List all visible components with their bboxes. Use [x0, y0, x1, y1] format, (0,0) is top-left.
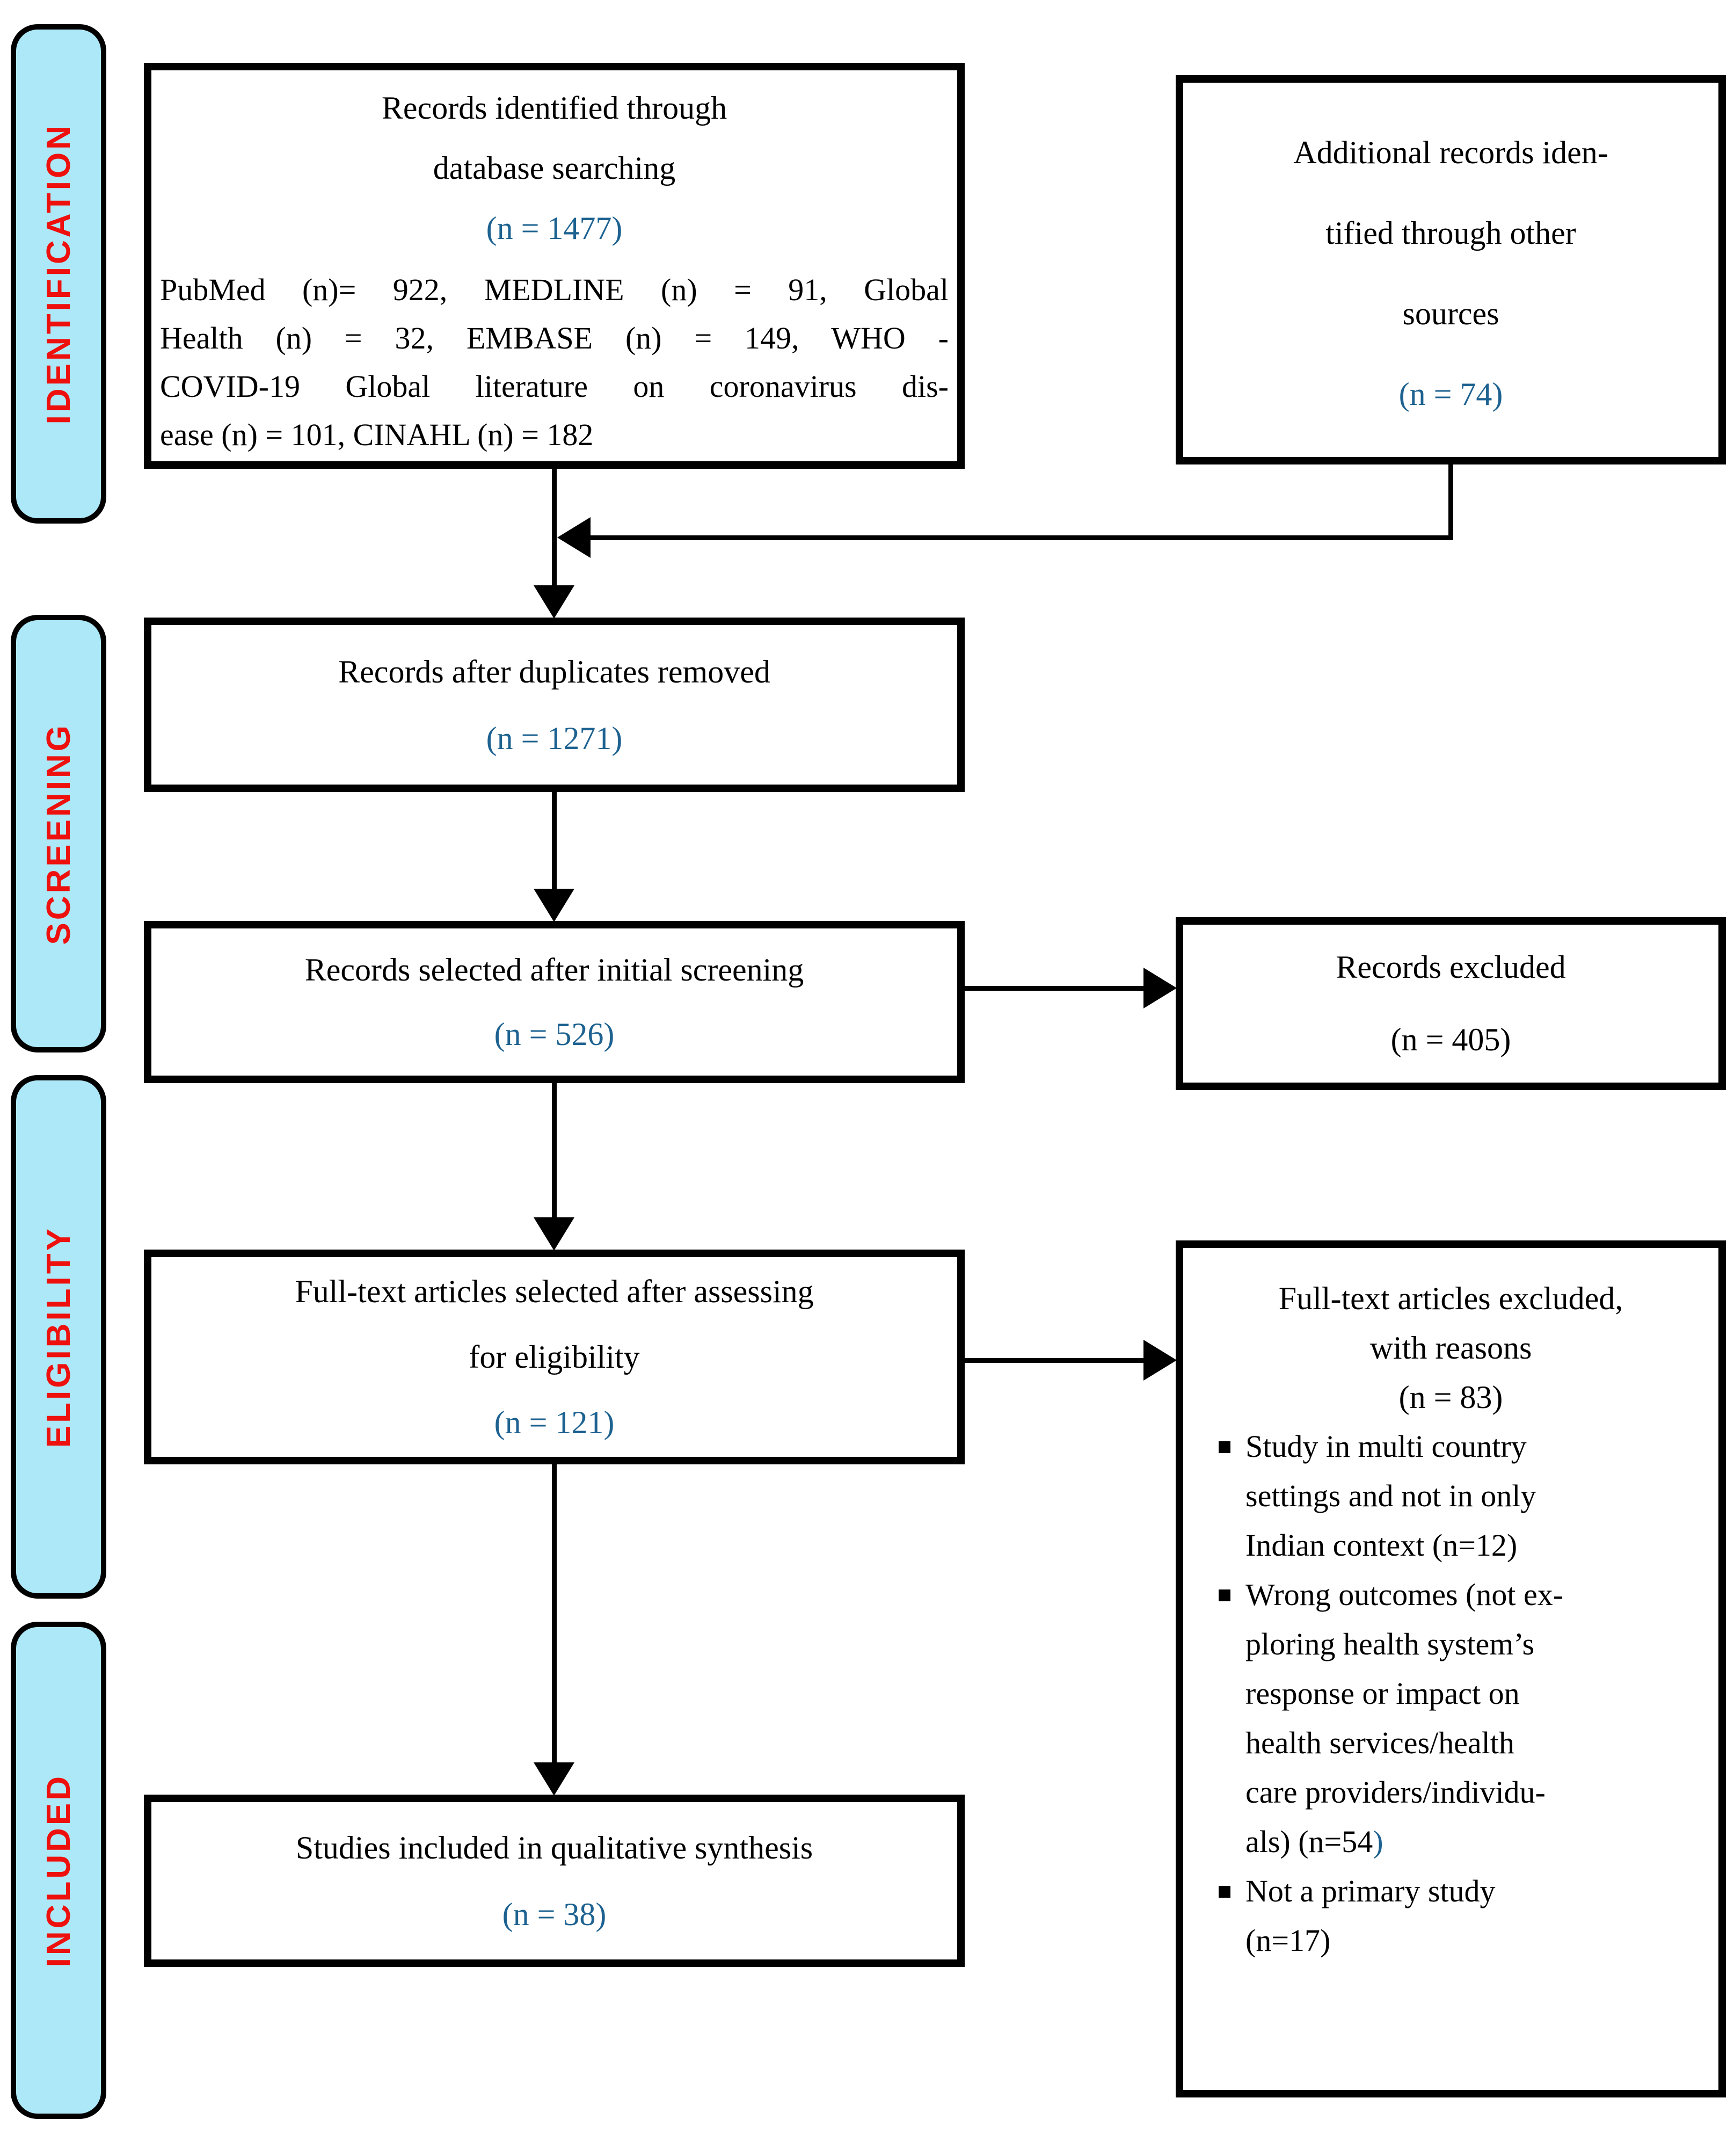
arrow-identified-to-duplicates-head [534, 585, 574, 619]
box-additional-records-count: (n = 74) [1398, 376, 1503, 412]
box-records-excluded-title: Records excluded [1336, 949, 1566, 985]
box-records-identified: Records identified through database sear… [144, 63, 965, 469]
exclusion-reason-item: Not a primary study (n=17) [1211, 1867, 1691, 1965]
box-duplicates-removed-count: (n = 1271) [486, 720, 623, 756]
arrow-fulltext-to-ftexcluded-head [1143, 1340, 1177, 1381]
box-fulltext-excluded-title2: with reasons [1369, 1330, 1532, 1366]
source-line: COVID-19 Global literature on coronaviru… [160, 369, 949, 404]
reason-line: settings and not in only [1245, 1478, 1536, 1513]
exclusion-reasons-list: Study in multi country settings and not … [1211, 1422, 1691, 1965]
stage-screening-label: SCREENING [40, 722, 77, 945]
arrow-identified-to-duplicates-line [552, 469, 557, 585]
arrow-additional-elbow-horizontal [589, 535, 1453, 540]
reason-line: ploring health system’s [1245, 1627, 1535, 1661]
arrow-additional-merge-head [557, 517, 591, 558]
box-records-excluded-count: (n = 405) [1390, 1022, 1511, 1057]
box-additional-records: Additional records iden- tified through … [1176, 75, 1726, 464]
reason-line: (n=17) [1245, 1923, 1331, 1958]
arrow-screened-to-excluded-line [965, 986, 1143, 991]
box-additional-records-title3: sources [1402, 296, 1499, 331]
reason-line: Indian context (n=12) [1245, 1528, 1518, 1563]
square-bullet-icon [1219, 1589, 1230, 1601]
box-additional-records-title: Additional records iden- [1293, 135, 1608, 170]
arrow-screened-to-fulltext-head [534, 1217, 574, 1251]
box-fulltext-selected-title2: for eligibility [469, 1339, 640, 1375]
source-line: ease (n) = 101, CINAHL (n) = 182 [160, 417, 594, 452]
stage-eligibility-label: ELIGIBILITY [40, 1225, 77, 1448]
box-records-identified-count: (n = 1477) [486, 210, 623, 246]
reason-line: als) (n=54) [1245, 1824, 1383, 1859]
box-duplicates-removed: Records after duplicates removed (n = 12… [144, 618, 965, 792]
arrow-duplicates-to-screened-line [552, 792, 557, 889]
reason-line: Wrong outcomes (not ex- [1245, 1577, 1564, 1612]
blue-paren: ) [1373, 1824, 1383, 1859]
stage-identification-label: IDENTIFICATION [40, 123, 77, 425]
box-studies-included-count: (n = 38) [502, 1896, 607, 1932]
stage-eligibility: ELIGIBILITY [11, 1075, 106, 1599]
box-fulltext-selected: Full-text articles selected after assess… [144, 1250, 965, 1464]
box-records-excluded: Records excluded (n = 405) [1176, 917, 1726, 1090]
box-duplicates-removed-title: Records after duplicates removed [338, 654, 770, 689]
arrow-additional-elbow-vertical [1448, 464, 1453, 540]
square-bullet-icon [1219, 1441, 1230, 1453]
arrow-fulltext-to-ftexcluded-line [965, 1358, 1143, 1363]
stage-screening: SCREENING [11, 615, 106, 1052]
box-records-identified-sources: PubMed (n)= 922, MEDLINE (n) = 91, Globa… [151, 266, 957, 459]
source-line: Health (n) = 32, EMBASE (n) = 149, WHO - [160, 321, 949, 355]
exclusion-reason-item: Study in multi country settings and not … [1211, 1422, 1691, 1570]
box-records-identified-title2: database searching [433, 150, 676, 186]
box-fulltext-excluded-count: (n = 83) [1398, 1380, 1503, 1415]
stage-included-label: INCLUDED [40, 1773, 77, 1968]
arrow-fulltext-to-included-line [552, 1464, 557, 1762]
box-records-identified-title: Records identified through [381, 90, 727, 126]
box-records-screened-title: Records selected after initial screening [304, 952, 804, 988]
box-fulltext-excluded: Full-text articles excluded, with reason… [1176, 1240, 1726, 2097]
stage-included: INCLUDED [11, 1622, 106, 2119]
exclusion-reason-item: Wrong outcomes (not ex- ploring health s… [1211, 1570, 1691, 1867]
arrow-fulltext-to-included-head [534, 1762, 574, 1796]
box-fulltext-excluded-title: Full-text articles excluded, [1278, 1281, 1623, 1316]
reason-line: care providers/individu- [1245, 1775, 1546, 1810]
stage-identification: IDENTIFICATION [11, 24, 106, 524]
box-additional-records-title2: tified through other [1325, 215, 1576, 251]
box-studies-included-title: Studies included in qualitative synthesi… [295, 1830, 813, 1865]
box-fulltext-selected-title: Full-text articles selected after assess… [295, 1274, 814, 1309]
reason-line: Study in multi country [1245, 1429, 1527, 1464]
arrow-screened-to-excluded-head [1143, 968, 1177, 1008]
box-records-screened: Records selected after initial screening… [144, 921, 965, 1083]
reason-line: health services/health [1245, 1725, 1514, 1760]
box-studies-included: Studies included in qualitative synthesi… [144, 1795, 965, 1967]
source-line: PubMed (n)= 922, MEDLINE (n) = 91, Globa… [160, 272, 949, 307]
reason-line: Not a primary study [1245, 1874, 1496, 1908]
box-records-screened-count: (n = 526) [494, 1017, 615, 1052]
box-fulltext-selected-count: (n = 121) [494, 1405, 615, 1440]
reason-line: response or impact on [1245, 1676, 1520, 1711]
square-bullet-icon [1219, 1886, 1230, 1898]
arrow-screened-to-fulltext-line [552, 1083, 557, 1217]
arrow-duplicates-to-screened-head [534, 889, 574, 922]
